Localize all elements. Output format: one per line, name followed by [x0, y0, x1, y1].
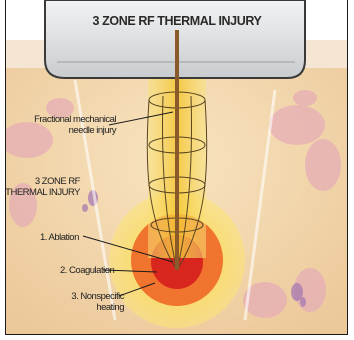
label-needle-line1: Fractional mechanical [32, 114, 116, 125]
label-nonspecific-line1: 3. Nonspecific [42, 291, 124, 302]
label-needle-line2: needle injury [32, 125, 116, 136]
label-needle-injury: Fractional mechanical needle injury [32, 114, 116, 136]
needle [175, 30, 179, 270]
rf-illustration [5, 0, 348, 335]
label-ablation: 1. Ablation [40, 232, 79, 243]
rf-diagram [5, 0, 348, 335]
label-nonspecific: 3. Nonspecific heating [42, 291, 124, 313]
label-nonspecific-line2: heating [42, 302, 124, 313]
label-3-zone: 3 ZONE RF THERMAL INJURY [4, 176, 80, 198]
label-coagulation: 2. Coagulation [60, 265, 114, 276]
label-zone-line1: 3 ZONE RF [4, 176, 80, 187]
label-zone-line2: THERMAL INJURY [4, 187, 80, 198]
diagram-title: 3 ZONE RF THERMAL INJURY [0, 14, 354, 28]
